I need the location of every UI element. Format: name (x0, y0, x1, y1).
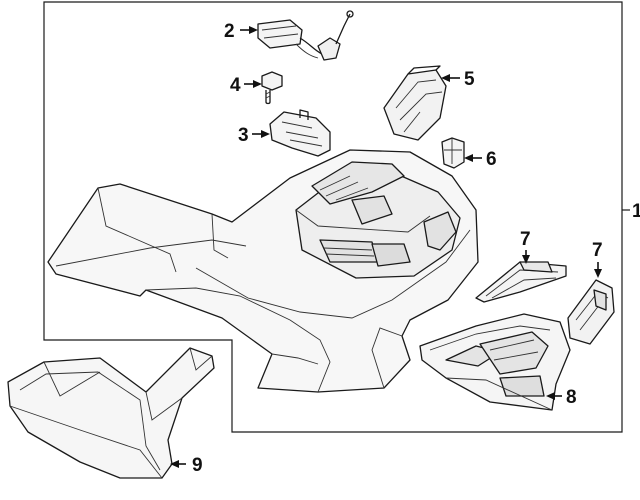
part-7-lens-left (475, 261, 567, 303)
part-4-bolt (261, 71, 283, 105)
part-7-lens-right (567, 279, 615, 345)
callout-9: 9 (192, 455, 203, 476)
assembly-bracket (43, 1, 623, 433)
callout-arrows (170, 26, 602, 468)
callout-4: 4 (230, 75, 241, 96)
callout-3: 3 (238, 125, 249, 146)
callout-2: 2 (224, 21, 235, 42)
part-3-bracket (269, 109, 331, 157)
callout-8: 8 (566, 387, 577, 408)
part-6-clip (441, 137, 465, 169)
callout-7-left: 7 (520, 229, 531, 250)
callout-7-right: 7 (592, 240, 603, 261)
callout-5: 5 (464, 69, 475, 90)
part-9-cover (7, 347, 215, 479)
part-1-overhead-console (47, 149, 479, 393)
callout-1: 1 (632, 201, 640, 222)
callout-6: 6 (486, 149, 497, 170)
part-5-lamp-housing (383, 65, 447, 141)
part-8-trim-panel (419, 313, 571, 411)
part-2-wire-connector (257, 10, 354, 61)
